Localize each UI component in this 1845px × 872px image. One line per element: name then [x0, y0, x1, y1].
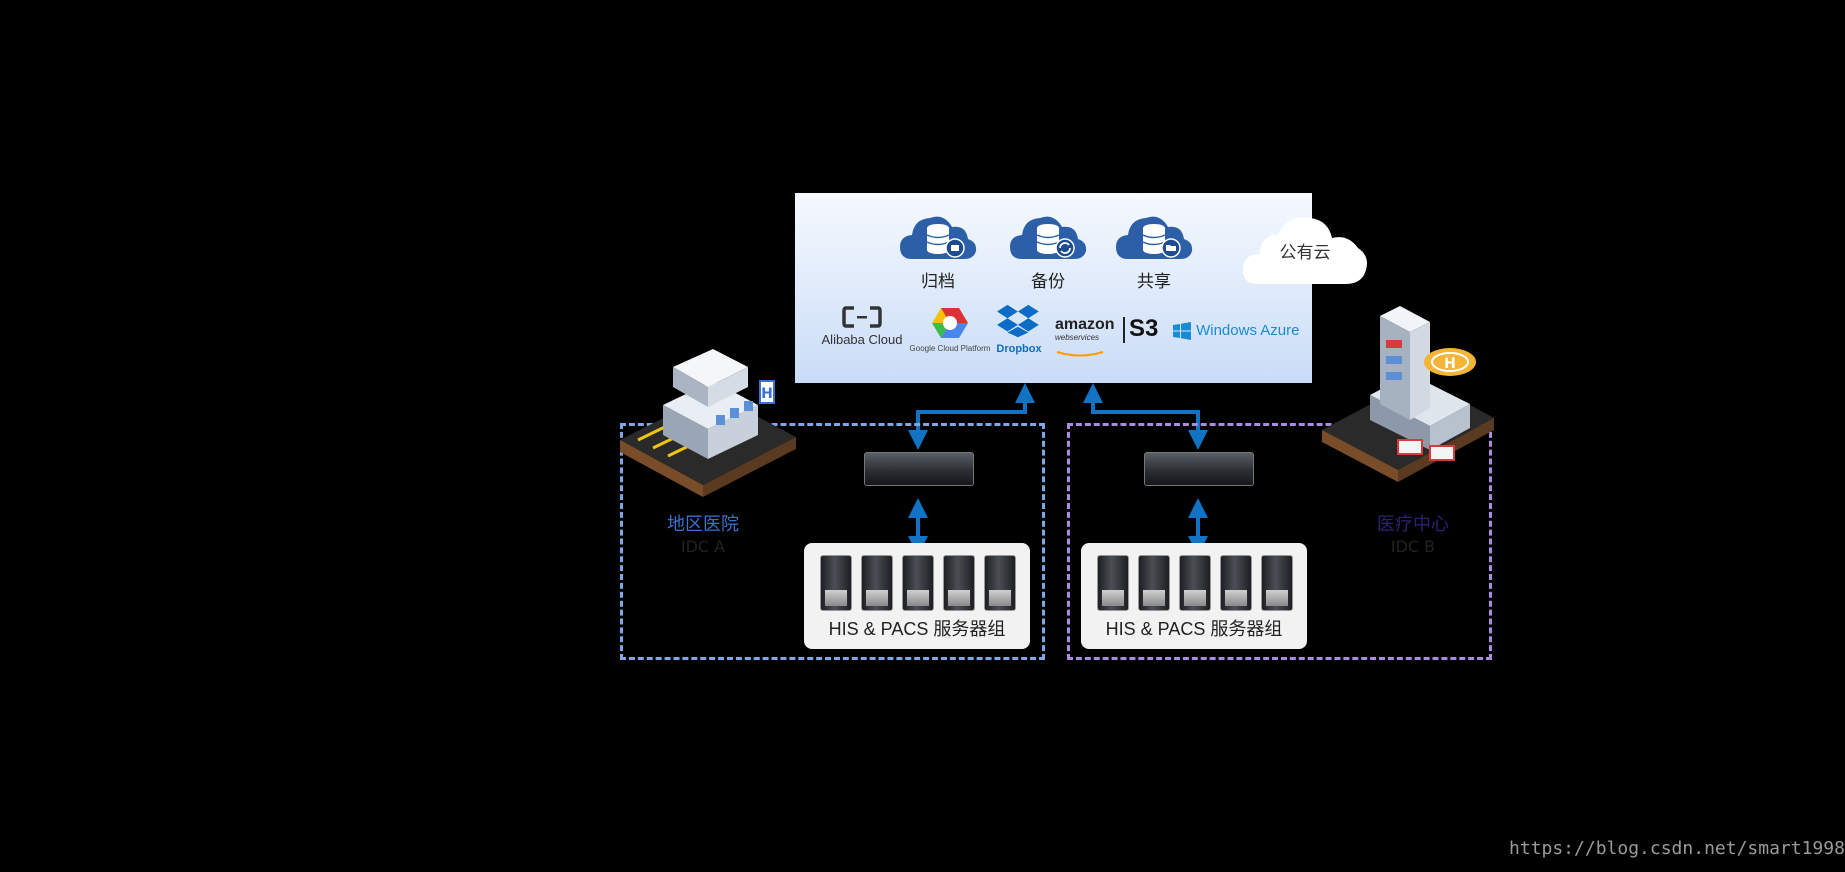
regional-hospital-building-icon: H [620, 349, 796, 497]
svg-text:H: H [761, 386, 773, 402]
idc-a-boundary [620, 423, 1045, 660]
google-cloud-icon [932, 308, 968, 338]
alibaba-cloud-icon [842, 306, 882, 328]
site-b-name: 医疗中心 [1377, 514, 1449, 535]
server-group-a: HIS & PACS 服务器组 [804, 543, 1030, 649]
site-a-name: 地区医院 [667, 514, 739, 535]
site-b-idc: IDC B [1390, 537, 1436, 556]
server-group-b: HIS & PACS 服务器组 [1081, 543, 1307, 649]
server-tower-icon [1220, 555, 1252, 611]
windows-azure-logo: Windows Azure [1173, 320, 1303, 340]
server-tower-icon [1179, 555, 1211, 611]
service-label-archive: 归档 [921, 272, 955, 292]
public-cloud-label: 公有云 [1279, 243, 1331, 263]
server-tower-icon [984, 555, 1016, 611]
server-tower-icon [820, 555, 852, 611]
amazon-web-services-logo: amazon webservices [1055, 317, 1125, 361]
service-share: 共享 [1109, 211, 1199, 292]
windows-azure-text: Windows Azure [1196, 322, 1300, 339]
alibaba-cloud-logo: Alibaba Cloud [813, 306, 911, 347]
server-group-label-b: HIS & PACS 服务器组 [1105, 619, 1283, 639]
alibaba-cloud-text: Alibaba Cloud [821, 332, 903, 347]
cloud-shape-icon [1242, 217, 1367, 284]
service-label-backup: 备份 [1031, 272, 1065, 292]
server-tower-icon [1261, 555, 1293, 611]
cloud-backup-icon [1010, 216, 1087, 259]
svg-text:H: H [1444, 356, 1456, 372]
idc-b-cloud-arrow [1083, 383, 1208, 450]
windows-icon [1173, 321, 1191, 340]
server-tower-icon [943, 555, 975, 611]
cloud-archive-icon [900, 216, 977, 259]
service-archive: 归档 [893, 211, 983, 292]
nas-device-b [1144, 452, 1254, 486]
medical-center-building-icon: H [1322, 306, 1494, 482]
amazon-smile-icon [1056, 351, 1104, 357]
server-tower-icon [902, 555, 934, 611]
server-group-label-a: HIS & PACS 服务器组 [828, 619, 1006, 639]
site-a-idc: IDC A [680, 537, 726, 556]
s3-text: S3 [1129, 315, 1159, 342]
google-cloud-text: Google Cloud Platform [909, 344, 991, 353]
server-tower-icon [1138, 555, 1170, 611]
dropbox-icon [997, 304, 1039, 338]
amazon-text: amazon [1055, 316, 1115, 333]
service-label-share: 共享 [1137, 272, 1171, 292]
dropbox-logo: Dropbox [995, 303, 1043, 355]
logo-divider [1123, 317, 1125, 343]
watermark-url: https://blog.csdn.net/smart1998 [1509, 838, 1845, 859]
public-cloud-bubble: 公有云 [1240, 208, 1370, 288]
idc-a-cloud-arrow [908, 383, 1035, 450]
public-cloud-panel: 归档 备份 共享 Alibaba Cloud [795, 193, 1312, 383]
amazon-sub-text: webservices [1055, 333, 1100, 342]
server-tower-icon [861, 555, 893, 611]
nas-device-a [864, 452, 974, 486]
idc-b-boundary [1067, 423, 1492, 660]
dropbox-text: Dropbox [996, 343, 1042, 355]
service-backup: 备份 [1003, 211, 1093, 292]
cloud-share-icon [1116, 216, 1193, 259]
google-cloud-logo: Google Cloud Platform [903, 306, 997, 353]
server-tower-icon [1097, 555, 1129, 611]
